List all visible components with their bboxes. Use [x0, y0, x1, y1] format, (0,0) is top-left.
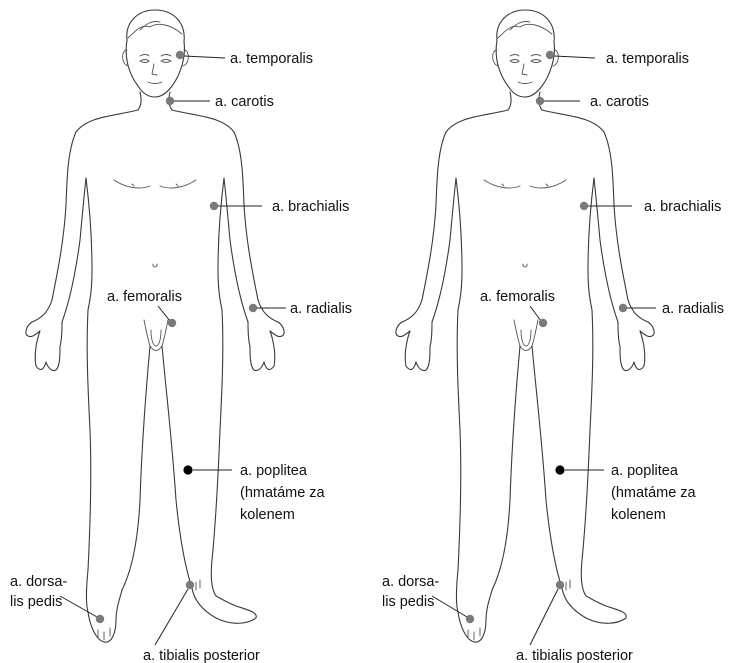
femoralis-point — [539, 319, 547, 327]
brachialis-label: a. brachialis — [644, 199, 721, 215]
tibialis-point — [556, 581, 564, 589]
tibialis-leader — [530, 589, 558, 645]
carotis-label: a. carotis — [215, 94, 274, 110]
dorsalis-leader — [432, 596, 467, 617]
temporalis-label: a. temporalis — [606, 51, 689, 67]
brachialis-label: a. brachialis — [272, 199, 349, 215]
brachialis-point — [580, 202, 588, 210]
femoralis-point — [168, 319, 176, 327]
tibialis-point — [186, 581, 194, 589]
carotis-point — [536, 97, 544, 105]
dorsalis-label-line2: lis pedis — [382, 594, 434, 610]
temporalis-point — [546, 51, 554, 59]
figure-right: a. temporalis a. carotis a. brachialis a… — [382, 10, 724, 663]
femoralis-leader — [530, 306, 541, 321]
tibialis-leader — [155, 589, 188, 645]
tibialis-label: a. tibialis posterior — [143, 648, 260, 663]
dorsalis-point — [466, 615, 474, 623]
poplitea-point — [555, 465, 564, 474]
radialis-label: a. radialis — [662, 301, 724, 317]
carotis-label: a. carotis — [590, 94, 649, 110]
radialis-point — [249, 304, 257, 312]
dorsalis-label-line1: a. dorsa- — [10, 574, 67, 590]
temporalis-point — [176, 51, 184, 59]
temporalis-leader — [554, 56, 595, 58]
radialis-point — [619, 304, 627, 312]
poplitea-point — [183, 465, 192, 474]
temporalis-label: a. temporalis — [230, 51, 313, 67]
poplitea-label-line2: (hmatáme za — [611, 485, 697, 501]
femoralis-label: a. femoralis — [480, 289, 555, 305]
poplitea-label-line3: kolenem — [611, 507, 666, 523]
poplitea-label-line1: a. poplitea — [240, 463, 308, 479]
poplitea-label-line2: (hmatáme za — [240, 485, 326, 501]
temporalis-leader — [184, 56, 225, 58]
carotis-point — [166, 97, 174, 105]
poplitea-label-line3: kolenem — [240, 507, 295, 523]
dorsalis-point — [96, 615, 104, 623]
tibialis-label: a. tibialis posterior — [516, 648, 633, 663]
femoralis-label: a. femoralis — [107, 289, 182, 305]
figure-left: a. temporalis a. carotis a. brachialis a… — [10, 10, 352, 663]
brachialis-point — [210, 202, 218, 210]
radialis-label: a. radialis — [290, 301, 352, 317]
dorsalis-leader — [60, 596, 97, 617]
dorsalis-label-line1: a. dorsa- — [382, 574, 439, 590]
dorsalis-label-line2: lis pedis — [10, 594, 62, 610]
femoralis-leader — [158, 306, 170, 321]
poplitea-label-line1: a. poplitea — [611, 463, 679, 479]
